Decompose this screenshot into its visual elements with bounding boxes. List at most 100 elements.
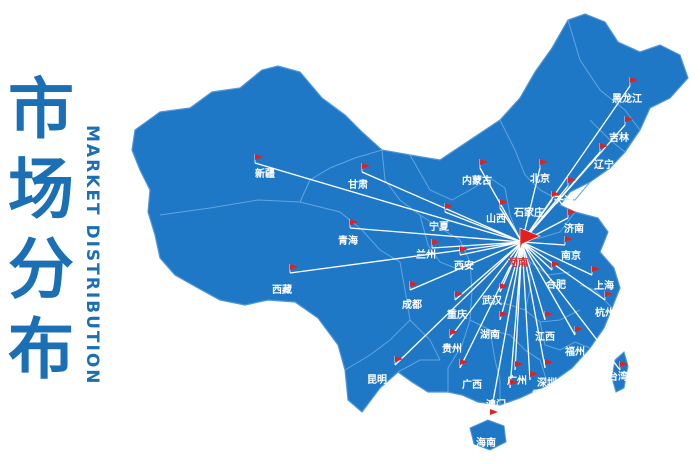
city-label: 合肥: [545, 278, 566, 291]
city-label: 新疆: [255, 167, 275, 180]
connection-line: [431, 241, 523, 249]
connection-line: [521, 241, 593, 276]
city-flags: [254, 77, 638, 418]
connection-line: [489, 241, 523, 419]
title-char-3: 分: [8, 231, 74, 308]
connection-line: [361, 171, 523, 243]
flag-icon: [568, 177, 576, 183]
flag-icon: [395, 356, 403, 362]
connection-line: [254, 162, 523, 243]
province-borders: [159, 19, 641, 405]
city-label: 香港: [532, 388, 553, 401]
flag-icon: [515, 361, 523, 367]
china-landmass: [131, 13, 689, 413]
flag-icon: [568, 209, 576, 215]
hainan-island: [469, 419, 507, 451]
connection-line: [521, 241, 566, 246]
city-label: 武汉: [482, 294, 503, 307]
connection-line: [449, 241, 523, 339]
connection-line: [521, 241, 531, 381]
city-label: 北京: [530, 172, 550, 185]
connection-line: [459, 241, 523, 256]
connection-line: [521, 241, 621, 371]
city-label: 天津: [554, 194, 574, 207]
city-label: 江西: [535, 330, 555, 343]
connection-line: [521, 167, 541, 243]
city-label: 辽宁: [594, 158, 614, 171]
city-label: 成都: [402, 298, 422, 311]
flag-icon: [630, 77, 638, 83]
flag-icon: [530, 371, 538, 377]
hub-label: 河南: [508, 256, 528, 269]
flag-icon: [510, 379, 518, 385]
hub-flag-icon: [519, 227, 541, 251]
flag-icon: [552, 261, 560, 267]
flag-icon: [625, 116, 633, 122]
city-label: 南京: [561, 249, 581, 262]
city-label: 山西: [486, 212, 506, 225]
title-char-4: 布: [8, 311, 74, 388]
flag-icon: [410, 281, 418, 287]
flag-icon: [552, 191, 560, 197]
flag-icon: [500, 199, 508, 205]
flag-icon: [605, 291, 613, 297]
city-label: 上海: [594, 279, 614, 292]
flag-icon: [540, 159, 548, 165]
flag-icon: [500, 283, 508, 289]
connection-line: [394, 241, 523, 366]
flag-icon: [620, 361, 628, 367]
flag-icon: [575, 326, 583, 332]
connection-line: [521, 241, 553, 271]
city-label: 内蒙古: [462, 174, 492, 187]
flag-icon: [290, 264, 298, 270]
connection-line: [479, 167, 523, 243]
title-chinese: 市 场 分 布: [4, 70, 78, 400]
city-label: 宁夏: [429, 220, 450, 233]
city-label: 甘肃: [348, 178, 368, 191]
city-label: 深圳: [537, 376, 557, 389]
flag-icon: [545, 311, 553, 317]
flag-icon: [545, 359, 553, 365]
connection-line: [289, 241, 523, 274]
flag-icon: [490, 409, 498, 415]
title-char-2: 场: [8, 151, 74, 228]
connection-line: [444, 211, 523, 243]
flag-icon: [480, 159, 488, 165]
city-label: 台湾: [608, 370, 628, 383]
city-label: 西藏: [272, 283, 292, 296]
title-char-1: 市: [8, 71, 74, 148]
city-label: 福州: [564, 345, 585, 358]
connection-line: [521, 241, 546, 321]
connection-line: [521, 241, 606, 301]
connection-line: [349, 227, 523, 243]
city-label: 济南: [564, 222, 584, 235]
connection-line: [499, 241, 523, 321]
connection-line: [454, 241, 523, 301]
flag-icon: [445, 203, 453, 209]
connection-line: [521, 241, 546, 369]
flag-icon: [460, 359, 468, 365]
city-label: 青海: [338, 234, 358, 247]
taiwan-island: [611, 351, 629, 393]
connection-line: [521, 241, 576, 336]
city-label: 杭州: [595, 306, 615, 319]
flag-icon: [450, 329, 458, 335]
city-label: 广西: [462, 378, 482, 391]
city-label: 重庆: [447, 308, 467, 321]
flag-icon: [565, 236, 573, 242]
flag-icon: [460, 246, 468, 252]
city-label: 兰州: [416, 248, 436, 261]
city-label: 贵州: [442, 342, 462, 355]
city-label: 广州: [507, 374, 527, 387]
city-label: 吉林: [609, 131, 630, 144]
flag-icon: [455, 291, 463, 297]
city-label: 海南: [476, 436, 496, 449]
city-label: 西安: [454, 259, 474, 272]
city-label: 石家庄: [513, 206, 544, 219]
flag-icon: [350, 219, 358, 225]
connection-line: [409, 241, 523, 291]
flag-icon: [255, 154, 263, 160]
flag-icon: [500, 311, 508, 317]
connection-line: [499, 207, 523, 243]
